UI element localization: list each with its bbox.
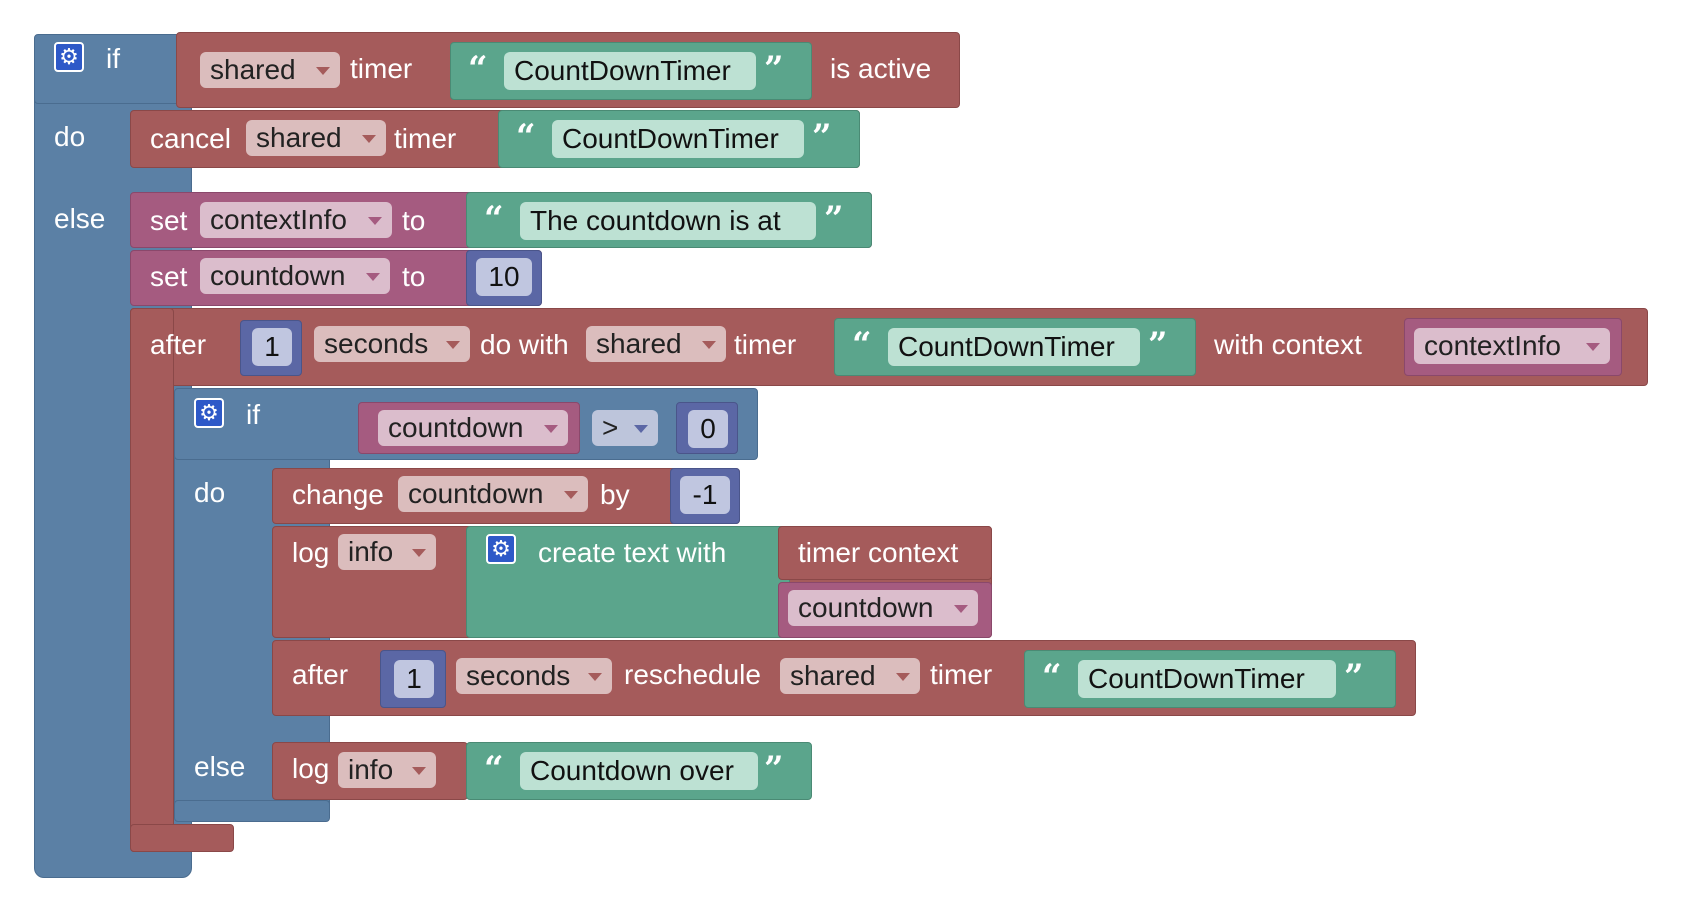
level-dropdown[interactable]: info [338,752,436,788]
timer-name-field[interactable]: CountDownTimer [504,52,756,90]
close-quote-icon: ” [824,199,844,239]
after-block-body [130,308,174,852]
outer-else-label: else [54,203,106,234]
create-text-block[interactable] [466,526,790,638]
open-quote-icon: “ [484,749,504,789]
number-field[interactable]: 10 [476,258,532,296]
by-label: by [600,479,630,510]
scope-dropdown[interactable]: shared [780,658,920,694]
to-label: to [402,205,426,236]
reschedule-label: reschedule [624,659,761,690]
timer-context-block[interactable] [778,526,992,580]
after-label: after [150,329,207,360]
variable-dropdown[interactable]: countdown [200,258,390,294]
outer-if-label: if [106,43,120,74]
log-label: log [292,753,330,784]
variable-dropdown[interactable]: countdown [378,410,568,446]
timer-name-field[interactable]: CountDownTimer [1078,660,1336,698]
outer-do-label: do [54,121,86,152]
variable-dropdown[interactable]: countdown [788,590,978,626]
timer-context-label: timer context [798,537,959,568]
do-with-label: do with [480,329,569,360]
text-field[interactable]: The countdown is at [520,202,816,240]
number-block[interactable] [380,650,446,708]
scope-dropdown[interactable]: shared [246,120,386,156]
number-field[interactable]: -1 [680,476,730,514]
level-dropdown[interactable]: info [338,534,436,570]
number-field[interactable]: 0 [688,410,728,448]
close-quote-icon: ” [764,749,784,789]
open-quote-icon: “ [468,49,488,89]
unit-dropdown[interactable]: seconds [456,658,612,694]
variable-dropdown[interactable]: contextInfo [200,202,392,238]
gear-icon[interactable]: ⚙ [54,42,84,72]
log-label: log [292,537,330,568]
text-field[interactable]: Countdown over [520,752,758,790]
timer-label: timer [930,659,993,690]
with-context-label: with context [1214,329,1362,360]
gear-icon[interactable]: ⚙ [194,398,224,428]
gear-icon[interactable]: ⚙ [486,534,516,564]
set-label: set [150,261,188,292]
close-quote-icon: ” [1344,657,1364,697]
close-quote-icon: ” [812,117,832,157]
inner-else-label: else [194,751,246,782]
to-label: to [402,261,426,292]
scope-dropdown[interactable]: shared [200,52,340,88]
inner-if-footer [174,800,330,822]
operator-dropdown[interactable]: > [592,410,658,446]
delay-field[interactable]: 1 [252,328,292,366]
cancel-label: cancel [150,123,231,154]
close-quote-icon: ” [1148,325,1168,365]
open-quote-icon: “ [1042,657,1062,697]
timer-name-field[interactable]: CountDownTimer [552,120,804,158]
timer-label: timer [734,329,797,360]
timer-name-field[interactable]: CountDownTimer [888,328,1140,366]
change-label: change [292,479,384,510]
timer-label: timer [394,123,457,154]
open-quote-icon: “ [484,199,504,239]
timer-label: timer [350,53,413,84]
variable-dropdown[interactable]: countdown [398,476,588,512]
close-quote-icon: ” [764,49,784,89]
create-text-label: create text with [538,537,727,568]
inner-do-label: do [194,477,226,508]
context-dropdown[interactable]: contextInfo [1414,328,1610,364]
unit-dropdown[interactable]: seconds [314,326,470,362]
delay-field[interactable]: 1 [394,660,434,698]
after-label: after [292,659,349,690]
is-active-label: is active [830,53,932,84]
scope-dropdown[interactable]: shared [586,326,726,362]
after-block-footer [130,824,234,852]
open-quote-icon: “ [516,117,536,157]
open-quote-icon: “ [852,325,872,365]
inner-if-label: if [246,399,260,430]
set-label: set [150,205,188,236]
